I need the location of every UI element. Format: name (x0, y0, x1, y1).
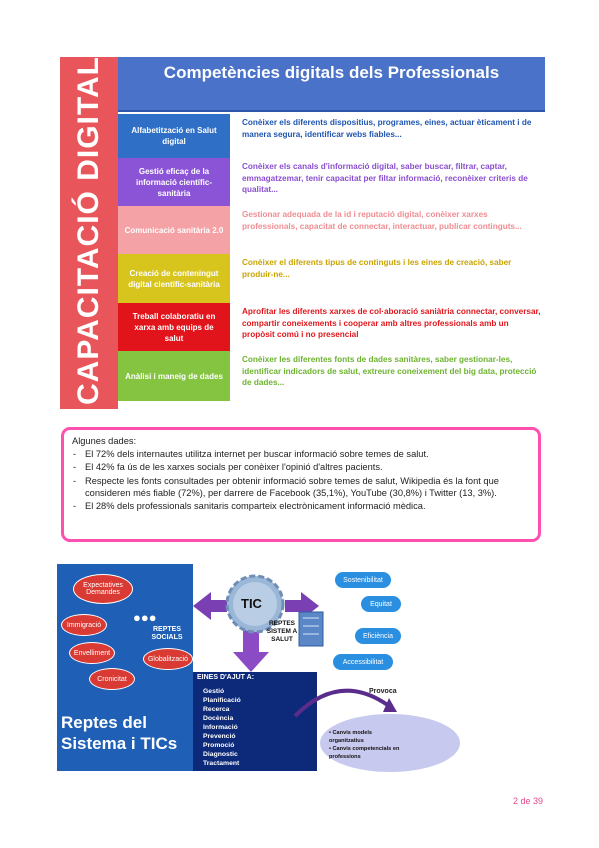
competency-label: Alfabetització en Salut digital (118, 114, 230, 158)
list-item: Gestió (203, 688, 225, 695)
competency-label: Gestió eficaç de la informació científic… (118, 158, 230, 206)
provoca-item: Canvis models organitzatius (329, 730, 372, 744)
capacitacio-infographic: CAPACITACIÓ DIGITAL! Competències digita… (60, 45, 545, 409)
provoca-item: Canvis competencials en professions (329, 746, 400, 760)
list-item: Prevenció (203, 733, 236, 740)
list-item: Recerca (203, 706, 230, 713)
provoca-arrow-icon (293, 688, 397, 718)
tic-arrows-graphic (193, 574, 324, 672)
reptes-top-area: TIC REPTES SISTEM A SALUT Sostenibilitat… (193, 564, 407, 672)
competency-description: Conèixer el diferents tipus de contingut… (242, 258, 512, 279)
arrow-right-icon (285, 592, 319, 620)
list-item: Informació (203, 724, 238, 731)
list-item: El 72% dels internautes utilitza interne… (72, 448, 530, 460)
list-item: Promoció (203, 742, 235, 749)
bubble-accessibilitat: Accessibilitat (333, 654, 393, 670)
eines-list: Gestió Planificació Recerca Docència Inf… (203, 687, 241, 768)
bubble-envelliment: Envelliment (69, 642, 115, 664)
building-icon (298, 611, 324, 647)
tic-label: TIC (241, 596, 262, 611)
list-item: El 42% fa ús de les xarxes socials per c… (72, 461, 530, 473)
data-list: El 72% dels internautes utilitza interne… (72, 448, 530, 512)
reptes-title-line1: Reptes del (61, 713, 147, 732)
competency-label: Creació de conteningut digital científic… (118, 254, 230, 303)
competency-description: Conèixer els canals d'informació digital… (242, 162, 528, 194)
list-item: Respecte les fonts consultades per obten… (72, 475, 530, 499)
bubble-eficiencia: Eficiència (355, 628, 401, 644)
list-item: • Canvis models organitzatius (329, 730, 372, 744)
competency-label: Treball colaboratiu en xarxa amb equips … (118, 303, 230, 351)
eines-title: EINES D'AJUT A: (197, 674, 255, 681)
data-box: Algunes dades: El 72% dels internautes u… (61, 427, 541, 542)
reptes-title-line2: Sistema i TICs (61, 734, 178, 753)
competency-label: Anàlisi i maneig de dades (118, 351, 230, 401)
reptes-socials-label: REPTES SOCIALS (151, 626, 183, 641)
competency-description: Conèixer les diferentes fonts de dades s… (242, 355, 537, 387)
arrow-left-icon (193, 592, 227, 620)
list-item: Diagnostic (203, 751, 238, 758)
arrow-down-icon (233, 626, 269, 672)
bubble-cronicitat: Cronicitat (89, 668, 135, 690)
vertical-title: CAPACITACIÓ DIGITAL! (72, 45, 105, 405)
competency-label: Comunicació sanitària 2.0 (118, 206, 230, 254)
eines-box (193, 672, 317, 771)
bubble-sostenibilitat: Sostenibilitat (335, 572, 391, 588)
bubble-immigracio: Immigració (61, 614, 107, 636)
banner-divider (118, 110, 545, 112)
provoca-label: Provoca (369, 688, 397, 695)
reptes-title: Reptes del Sistema i TICs (61, 712, 177, 754)
reptes-diagram: Expectatives Demandes Immigració Envelli… (57, 564, 460, 772)
page-number: 2 de 39 (512, 796, 543, 806)
list-item: Tractament (203, 760, 240, 767)
competency-description: Conèixer els diferents dispositius, prog… (242, 118, 532, 139)
reptes-sistema-label: REPTES SISTEM A SALUT (266, 620, 298, 643)
list-item: Docència (203, 715, 234, 722)
bubble-globalitzacio: Globalització (143, 648, 193, 670)
vertical-title-bar: CAPACITACIÓ DIGITAL! (60, 45, 118, 409)
competency-description: Aprofitar les diferents xarxes de col·ab… (242, 307, 541, 339)
list-item: El 28% dels professionals sanitaris comp… (72, 500, 530, 512)
people-icon: ●●● (133, 610, 157, 625)
list-item: • Canvis competencials en professions (329, 746, 400, 760)
data-box-title: Algunes dades: (72, 436, 137, 446)
reptes-left-panel: Expectatives Demandes Immigració Envelli… (57, 564, 193, 771)
bubble-expectatives: Expectatives Demandes (73, 574, 133, 604)
competencies-banner: Competències digitals dels Professionals (118, 57, 545, 110)
provoca-oval (320, 714, 460, 772)
competency-description: Gestionar adequada de la id i reputació … (242, 210, 522, 231)
bubble-equitat: Equitat (361, 596, 401, 612)
list-item: Planificació (203, 697, 241, 704)
provoca-list: • Canvis models organitzatius • Canvis c… (329, 729, 407, 761)
